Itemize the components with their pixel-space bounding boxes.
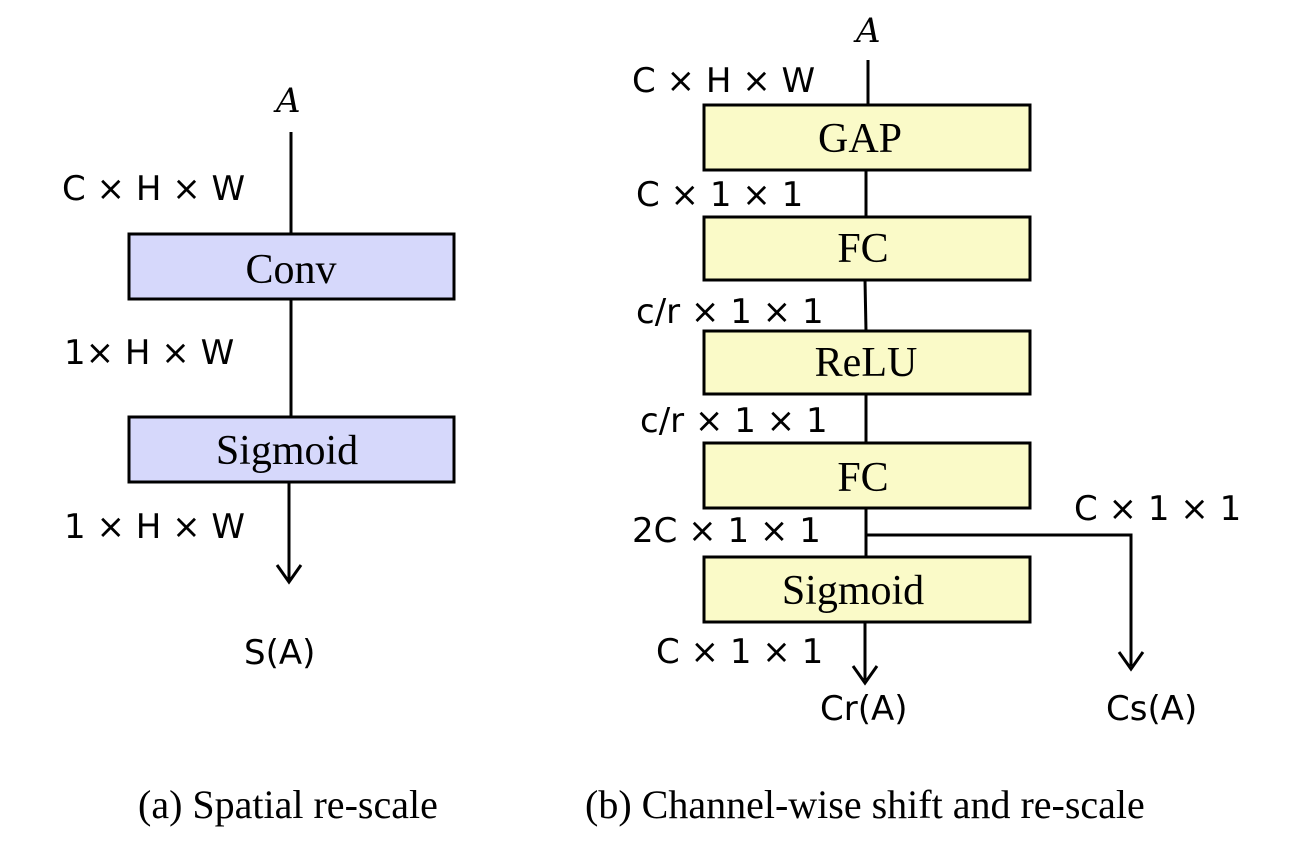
sigmoid-box-b xyxy=(702,555,1032,624)
sigmoid-box-a xyxy=(127,415,456,484)
fc-box-2-label: FC xyxy=(837,455,888,501)
shift-output-label: Cs(A) xyxy=(1106,689,1197,729)
panel-b-dim-input: C × H × W xyxy=(632,61,815,101)
rescale-arrow-head xyxy=(851,665,879,686)
panel-a-dim-conv-out: 1× H × W xyxy=(64,333,234,373)
shift-branch-wire xyxy=(866,533,1133,666)
panel-b-dim-gap-out: C × 1 × 1 xyxy=(636,175,803,215)
panel-b-input-label: A xyxy=(853,11,881,51)
panel-b-wire-2 xyxy=(863,279,868,332)
relu-box xyxy=(702,329,1032,396)
sigmoid-box-a-label: Sigmoid xyxy=(216,428,358,474)
panel-b-dim-relu-out: c/r × 1 × 1 xyxy=(640,401,828,441)
panel-a: A C × H × W Conv 1× H × W Sigmoid 1 × H … xyxy=(62,81,456,827)
shift-arrow-head xyxy=(1117,651,1145,672)
rescale-output-label: Cr(A) xyxy=(820,689,908,729)
panel-a-input-label: A xyxy=(273,81,301,121)
panel-a-arrow-head xyxy=(275,564,303,585)
panel-b-dim-fc1-out: c/r × 1 × 1 xyxy=(636,292,824,332)
sigmoid-box-b-label: Sigmoid xyxy=(782,568,924,614)
fc-box-1-label: FC xyxy=(837,226,888,272)
gap-box xyxy=(702,103,1032,172)
panel-b: A C × H × W GAP C × 1 × 1 FC c/r × 1 × 1… xyxy=(585,11,1241,827)
spatial-output-label: S(A) xyxy=(244,633,315,673)
caption-a: (a) Spatial re-scale xyxy=(138,782,438,827)
gap-box-label: GAP xyxy=(818,116,902,162)
panel-a-dim-input: C × H × W xyxy=(62,169,245,209)
fc-box-1 xyxy=(702,215,1032,282)
panel-b-dim-output: C × 1 × 1 xyxy=(656,632,823,672)
relu-box-label: ReLU xyxy=(815,340,918,386)
fc-box-2 xyxy=(702,441,1032,510)
caption-b: (b) Channel-wise shift and re-scale xyxy=(585,782,1145,827)
panel-b-dim-fc2-out: 2C × 1 × 1 xyxy=(632,511,821,551)
conv-box-label: Conv xyxy=(245,247,336,293)
panel-a-dim-output: 1 × H × W xyxy=(64,507,245,547)
panel-b-dim-shift: C × 1 × 1 xyxy=(1074,489,1241,529)
